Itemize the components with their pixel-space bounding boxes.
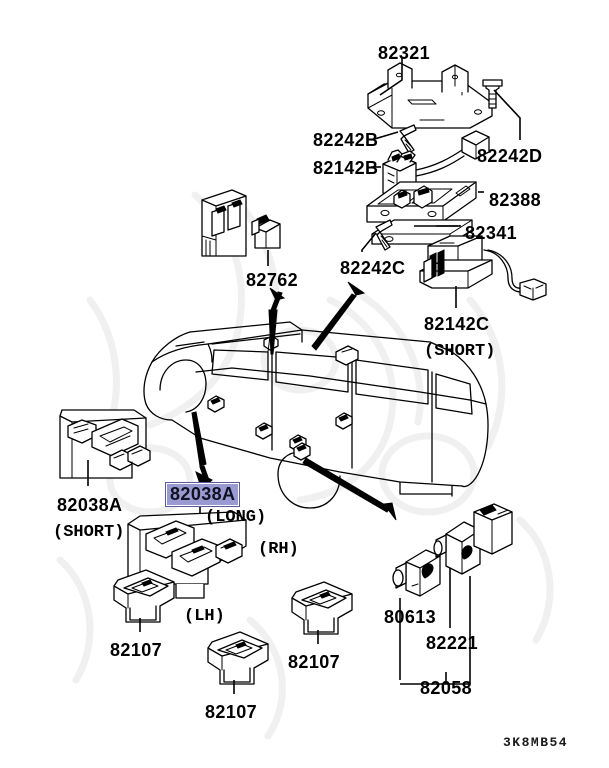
callout-label-82107: 82107 xyxy=(288,652,341,672)
part-82321-bracket xyxy=(367,62,493,129)
callout-label-82321: 82321 xyxy=(378,43,431,63)
part-82388-lens-frame xyxy=(366,181,477,223)
callout-label-82388: 82388 xyxy=(489,190,542,210)
part-80613-lock-cylinder xyxy=(392,549,441,597)
part-82762-relay-block xyxy=(201,189,281,257)
leader-82242C xyxy=(361,232,377,252)
callout-label-82142c: 82142C xyxy=(424,314,490,334)
part-82107-switch-center xyxy=(207,631,269,685)
callout-label-rh: (RH) xyxy=(258,540,299,559)
callout-label-82107: 82107 xyxy=(110,640,163,660)
callout-label-short: (SHORT) xyxy=(424,342,496,361)
callout-arrows xyxy=(191,281,397,521)
callout-label-82058: 82058 xyxy=(420,678,473,698)
callout-label-82242d: 82242D xyxy=(477,146,543,166)
leader-82242D xyxy=(493,89,521,140)
part-82058-lock-switch xyxy=(433,503,513,575)
callout-label-long: (LONG) xyxy=(205,508,267,527)
part-82038A-long-switch xyxy=(127,511,247,599)
callout-label-lh: (LH) xyxy=(184,607,225,626)
leader-82242B xyxy=(370,131,399,141)
part-82038A-short-switch xyxy=(59,409,151,479)
callout-label-82107: 82107 xyxy=(205,702,258,722)
callout-label-82038a: 82038A xyxy=(57,495,123,515)
part-82242B-screw xyxy=(399,124,417,154)
leader-82321 xyxy=(379,58,403,96)
callout-label-82221: 82221 xyxy=(426,633,479,653)
callout-label-82341: 82341 xyxy=(465,223,518,243)
part-82242D-bolt xyxy=(482,79,503,109)
callout-label-82242b: 82242B xyxy=(313,130,379,150)
part-82107-switch-right xyxy=(291,581,353,635)
callout-label-short: (SHORT) xyxy=(53,523,125,542)
part-82242C-screw xyxy=(375,219,393,251)
callout-label-80613: 80613 xyxy=(384,607,437,627)
sheet-code: 3K8MB54 xyxy=(503,735,569,750)
vehicle-mounted-switch-icons xyxy=(207,335,359,461)
part-82107-switch-left xyxy=(113,569,175,623)
callout-label-82242c: 82242C xyxy=(340,258,406,278)
part-82142C-lamp xyxy=(419,235,547,301)
vehicle-body-outline xyxy=(143,321,489,509)
callout-label-82762: 82762 xyxy=(246,270,299,290)
callout-label-82142b: 82142B xyxy=(313,158,379,178)
callout-label-82038a[interactable]: 82038A xyxy=(165,482,241,507)
